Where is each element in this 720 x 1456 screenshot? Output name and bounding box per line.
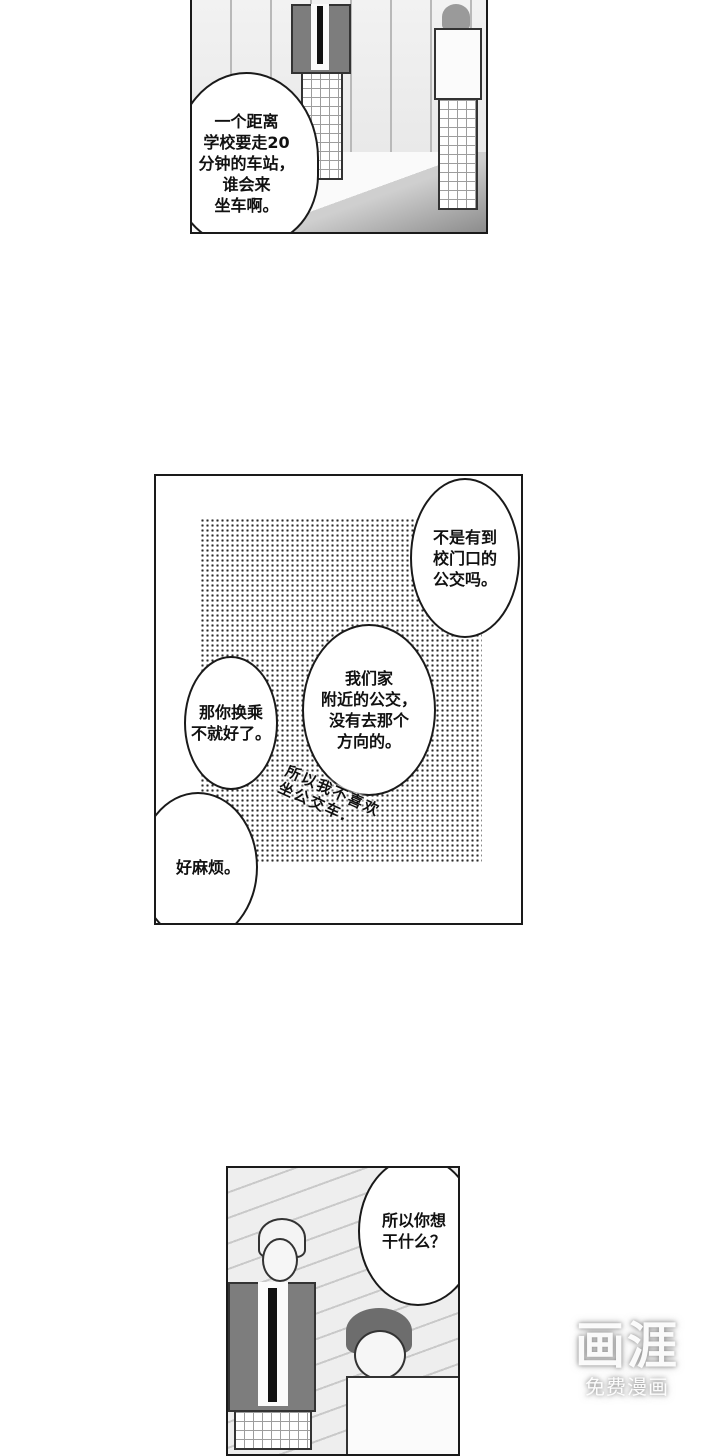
speech-bubble: 一个距离 学校要走20 分钟的车站， 谁会来 坐车啊。 (192, 72, 319, 232)
speech-bubble: 我们家 附近的公交， 没有去那个 方向的。 (302, 624, 436, 796)
speech-bubble: 所以你想 干什么？ (358, 1168, 458, 1306)
manga-panel-2: 不是有到 校门口的 公交吗。 我们家 附近的公交， 没有去那个 方向的。 那你换… (154, 474, 523, 925)
manga-panel-1: 一个距离 学校要走20 分钟的车站， 谁会来 坐车啊。 (190, 0, 488, 234)
watermark-subtitle: 免费漫画 (585, 1375, 669, 1399)
character-blond-student (228, 1218, 320, 1450)
speech-bubble: 不是有到 校门口的 公交吗。 (410, 478, 520, 638)
black-tie (268, 1288, 277, 1402)
manga-panel-3: 所以你想 干什么？ (226, 1166, 460, 1456)
character-brown-hair-student (430, 0, 486, 215)
black-tie (317, 6, 323, 64)
speech-bubble: 那你换乘 不就好了。 (184, 656, 278, 790)
character-brown-hair-student (336, 1308, 458, 1454)
speech-bubble: 好麻烦。 (156, 792, 258, 923)
watermark-brand: 画涯 (575, 1317, 679, 1375)
watermark-logo: 画涯 免费漫画 (566, 1318, 688, 1400)
